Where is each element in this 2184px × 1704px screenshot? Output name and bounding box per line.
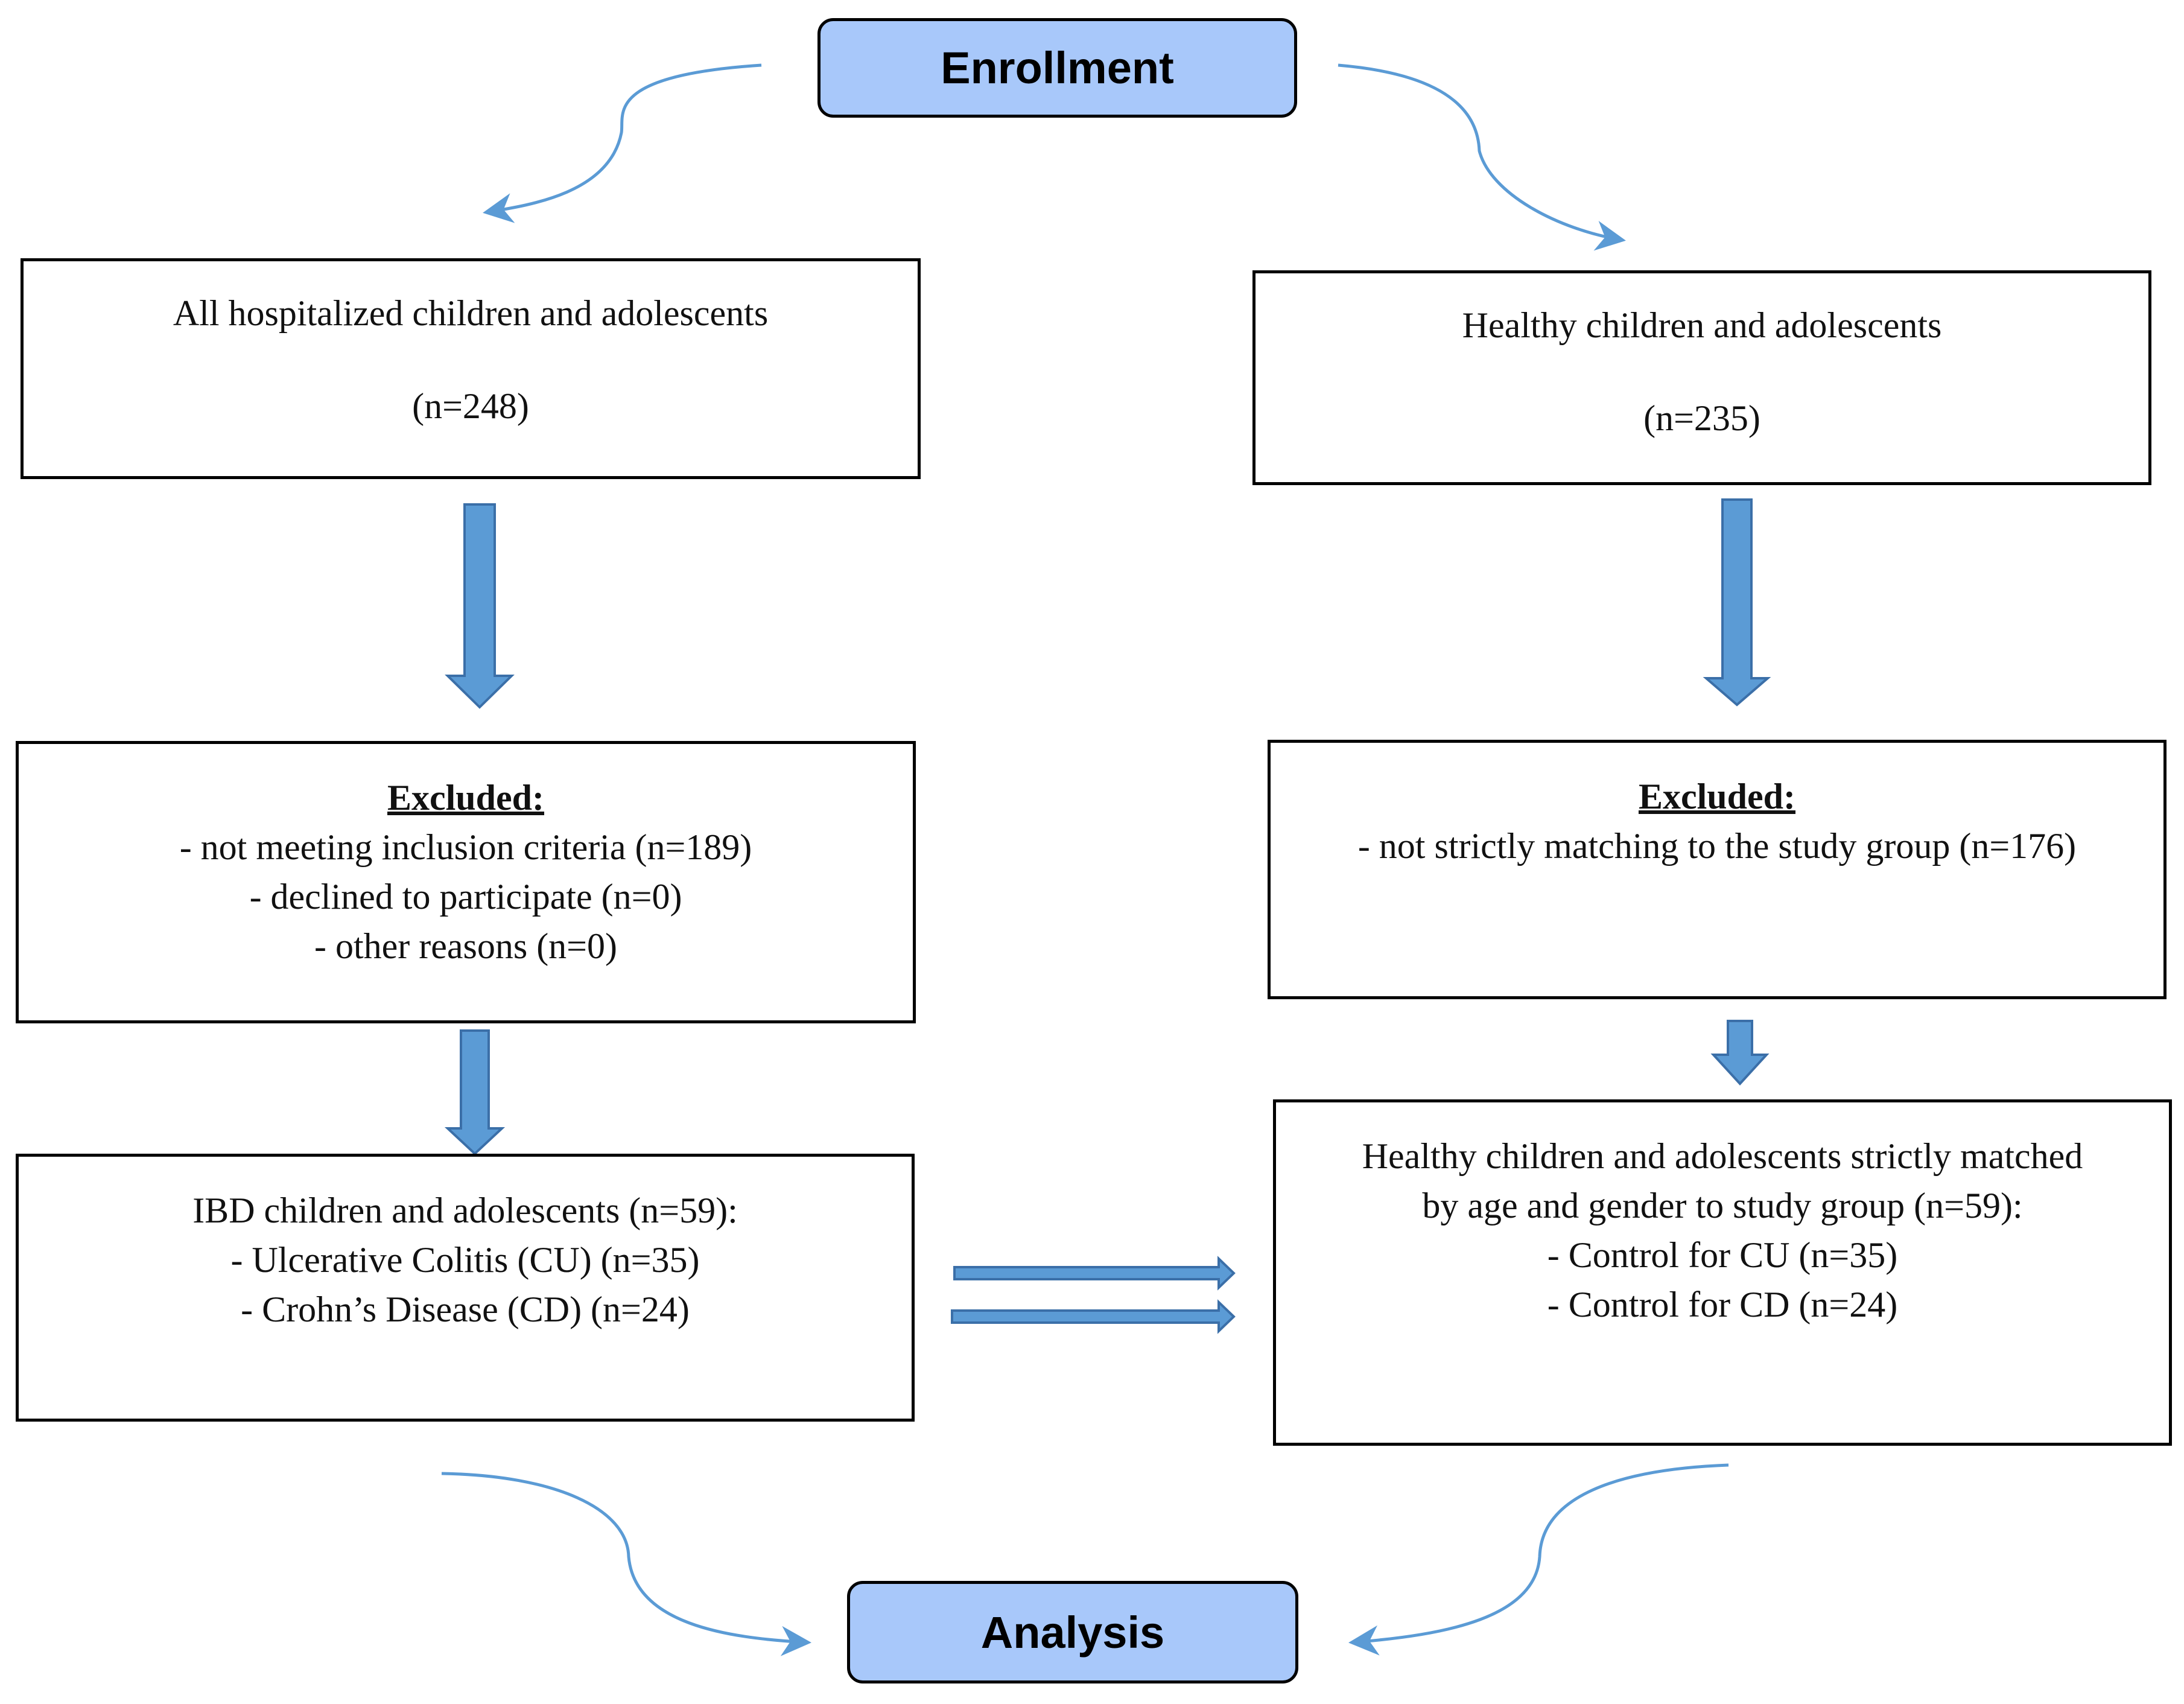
right-excluded-box: Excluded: - not strictly matching to the…: [1268, 740, 2167, 999]
enrollment-stage: Enrollment: [817, 18, 1297, 118]
left-excluded-item: - other reasons (n=0): [314, 926, 617, 966]
left-excluded-item: - declined to participate (n=0): [249, 877, 682, 917]
analysis-stage: Analysis: [847, 1581, 1298, 1683]
curved-arrow-left-to-analysis: [441, 1472, 811, 1656]
left-final-box: IBD children and adolescents (n=59): - U…: [16, 1154, 915, 1422]
right-final-title-line: by age and gender to study group (n=59):: [1422, 1186, 2023, 1226]
left-initial-count: (n=248): [412, 386, 529, 426]
right-final-item: - Control for CU (n=35): [1547, 1235, 1898, 1275]
left-excluded-heading: Excluded:: [387, 778, 545, 818]
down-arrow-left-1: [445, 503, 515, 709]
left-initial-title: All hospitalized children and adolescent…: [173, 293, 769, 333]
right-final-box: Healthy children and adolescents strictl…: [1273, 1099, 2172, 1446]
match-arrow-bottom: [951, 1299, 1236, 1334]
left-excluded-item: - not meeting inclusion criteria (n=189): [179, 827, 752, 867]
curved-arrow-enrollment-to-left: [483, 63, 762, 223]
right-final-item: - Control for CD (n=24): [1547, 1285, 1898, 1324]
down-arrow-right-1: [1703, 498, 1771, 707]
right-initial-title: Healthy children and adolescents: [1462, 305, 1942, 345]
curved-arrow-enrollment-to-right: [1338, 63, 1626, 251]
down-arrow-right-2: [1710, 1020, 1770, 1086]
curved-arrow-right-to-analysis: [1348, 1463, 1729, 1656]
right-initial-box: Healthy children and adolescents (n=235): [1252, 270, 2151, 485]
right-final-title-line: Healthy children and adolescents strictl…: [1362, 1136, 2083, 1176]
left-initial-box: All hospitalized children and adolescent…: [21, 258, 921, 479]
right-excluded-item: - not strictly matching to the study gro…: [1357, 826, 2077, 866]
enrollment-label: Enrollment: [941, 43, 1174, 93]
analysis-label: Analysis: [980, 1607, 1165, 1658]
left-excluded-box: Excluded: - not meeting inclusion criter…: [16, 741, 916, 1023]
match-arrow-top: [953, 1256, 1236, 1291]
left-final-item: - Crohn’s Disease (CD) (n=24): [241, 1289, 690, 1329]
down-arrow-left-2: [444, 1029, 506, 1156]
left-final-item: - Ulcerative Colitis (CU) (n=35): [230, 1240, 700, 1280]
left-final-title: IBD children and adolescents (n=59):: [192, 1191, 738, 1230]
right-initial-count: (n=235): [1643, 398, 1760, 438]
right-excluded-heading: Excluded:: [1638, 777, 1796, 816]
